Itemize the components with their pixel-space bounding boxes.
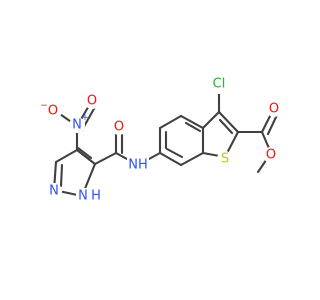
ester-oxygen-label: O	[266, 148, 276, 163]
bond	[158, 151, 183, 167]
bond	[75, 148, 97, 166]
bond	[93, 151, 118, 166]
bond	[201, 110, 221, 130]
bond	[179, 151, 205, 167]
pyrazole-nh-hydrogen-label: H	[91, 189, 101, 204]
ester-carbonyl-oxygen-label: O	[269, 102, 279, 117]
bond	[217, 110, 240, 134]
amide-nh-label: NH	[128, 158, 148, 173]
chlorine-label: Cl	[213, 77, 226, 92]
pyrazole-nitrogen-label: N	[49, 184, 59, 199]
nitro-nitrogen-label: N	[72, 118, 82, 133]
bond	[54, 148, 79, 164]
pyrazole-nh-nitrogen-label: N	[78, 189, 88, 204]
nitro-minus-charge: −	[40, 101, 48, 111]
bond	[184, 121, 202, 133]
molecule-diagram: Cl S O O O NH N + O − O N N H	[40, 72, 282, 204]
nitro-oxygen-minus-label: O	[48, 104, 58, 119]
nitro-oxygen-label: O	[87, 94, 97, 109]
bond	[59, 163, 64, 188]
bonds	[52, 86, 279, 198]
bond	[266, 113, 279, 136]
amide-oxygen-label: O	[114, 120, 124, 135]
bond	[179, 114, 205, 130]
bond	[76, 146, 93, 160]
bond	[158, 114, 183, 130]
structure-drawing: Cl S O O O NH N + O − O N N H	[40, 72, 282, 204]
bond	[218, 118, 234, 135]
bond	[165, 147, 184, 159]
atom-labels: Cl S O O O NH N + O − O N N H	[40, 72, 282, 204]
sulfur-label: S	[221, 152, 229, 167]
nitro-plus-charge: +	[81, 113, 89, 123]
